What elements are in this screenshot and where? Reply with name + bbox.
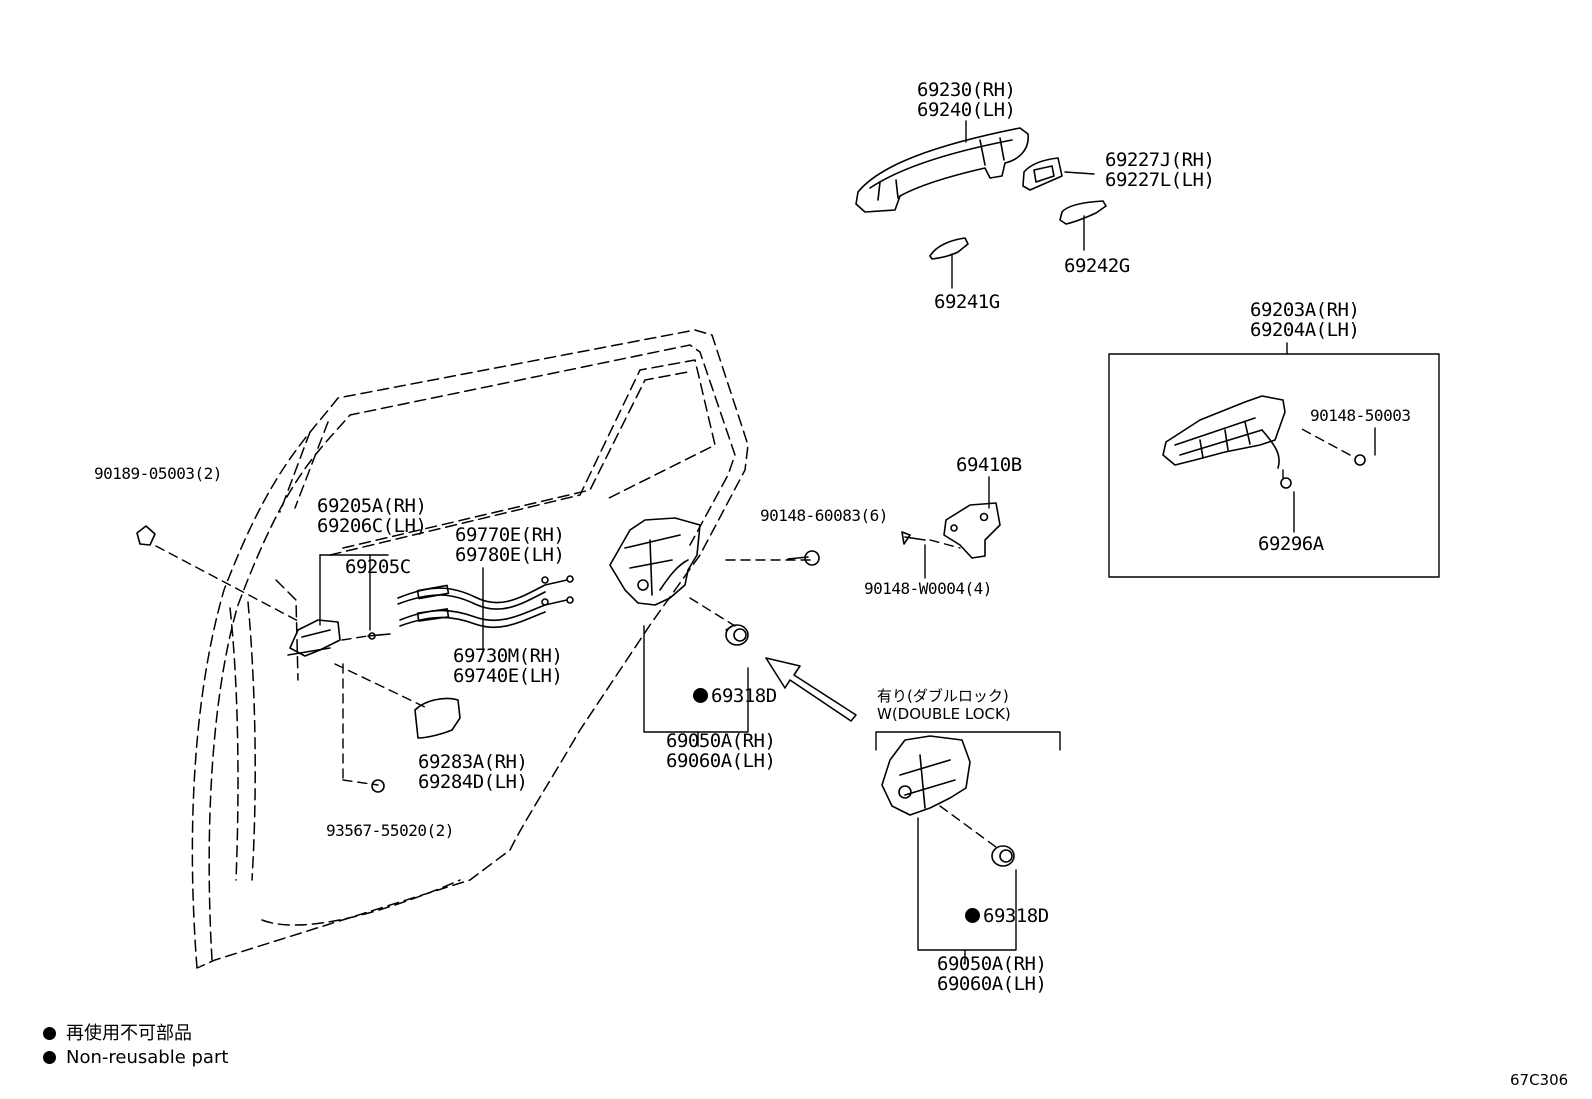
pad-69241g [929, 237, 969, 260]
label-text: 69318D [711, 685, 777, 707]
label-line: 69283A(RH) [418, 751, 528, 773]
label-frame: 69203A(RH) 69204A(LH) [1250, 299, 1360, 341]
label-lock-double: 69050A(RH) 69060A(LH) [937, 953, 1047, 995]
label-line: 69203A(RH) [1250, 299, 1360, 321]
label-screw-90148-50003: 90148-50003 [1310, 406, 1411, 425]
legend-dot [43, 1027, 56, 1040]
label-lock-main: 69050A(RH) 69060A(LH) [666, 730, 776, 772]
leader-lines [319, 120, 1376, 963]
label-screw-90148-60083: 90148-60083(6) [760, 506, 888, 525]
cables [397, 575, 574, 629]
fasteners [136, 454, 1366, 793]
label-line: 69060A(LH) [666, 750, 776, 772]
label-cable-lower: 69730M(RH) 69740E(LH) [453, 645, 563, 687]
label-inside-handle-c: 69205C [345, 556, 411, 578]
label-handle-cover: 69227J(RH) 69227L(LH) [1105, 149, 1215, 191]
label-line: 69230(RH) [917, 79, 1016, 101]
label-outside-handle: 69230(RH) 69240(LH) [917, 79, 1016, 121]
double-lock-note: 有り(ダブルロック) W(DOUBLE LOCK) [877, 687, 1011, 723]
diagram-code: 67C306 [1510, 1071, 1569, 1089]
legend-row-en: Non-reusable part [43, 1046, 228, 1070]
label-line: 69770E(RH) [455, 524, 565, 546]
note-line-en: W(DOUBLE LOCK) [877, 705, 1011, 723]
label-pad-69242g: 69242G [1064, 255, 1130, 277]
seal-double [991, 845, 1015, 867]
outside-handle [855, 127, 1029, 213]
label-line: 69205A(RH) [317, 495, 427, 517]
label-line: 69050A(RH) [666, 730, 776, 752]
label-line: 69206C(LH) [317, 515, 427, 537]
label-screw-90148-w0004: 90148-W0004(4) [864, 579, 992, 598]
legend-text: 再使用不可部品 [66, 1023, 192, 1044]
legend-row-ja: 再使用不可部品 [43, 1022, 228, 1046]
label-cover-69283: 69283A(RH) 69284D(LH) [418, 751, 528, 793]
dashed-connections [155, 427, 1351, 851]
non-reusable-marker [693, 688, 708, 703]
inside-handle [287, 619, 341, 657]
label-seal-double: 69318D [965, 906, 1049, 926]
label-line: 69730M(RH) [453, 645, 563, 667]
door-lock-double [881, 735, 971, 816]
legend: 再使用不可部品 Non-reusable part [43, 1022, 228, 1070]
label-inside-handle: 69205A(RH) 69206C(LH) [317, 495, 427, 537]
note-line-ja: 有り(ダブルロック) [877, 687, 1009, 705]
legend-dot [43, 1051, 56, 1064]
label-screw-69296a: 69296A [1258, 533, 1324, 555]
label-line: 69050A(RH) [937, 953, 1047, 975]
non-reusable-marker [965, 908, 980, 923]
pad-69242g [1059, 200, 1107, 225]
label-line: 69740E(LH) [453, 665, 563, 687]
handle-cover [1022, 157, 1063, 191]
label-line: 69204A(LH) [1250, 319, 1360, 341]
label-line: 69060A(LH) [937, 973, 1047, 995]
seal-main [725, 624, 749, 646]
callout-arrow [765, 657, 857, 722]
label-line: 69227J(RH) [1105, 149, 1215, 171]
cover-69283 [414, 697, 461, 739]
label-seal-main: 69318D [693, 686, 777, 706]
label-line: 69284D(LH) [418, 771, 528, 793]
door-lock-main [609, 517, 701, 606]
label-line: 69227L(LH) [1105, 169, 1215, 191]
label-clip-90189: 90189-05003(2) [94, 464, 222, 483]
legend-text: Non-reusable part [66, 1047, 229, 1068]
label-cable-upper: 69770E(RH) 69780E(LH) [455, 524, 565, 566]
label-pad-69241g: 69241G [934, 291, 1000, 313]
label-line: 69780E(LH) [455, 544, 565, 566]
frame-assembly [1162, 395, 1286, 469]
striker [943, 502, 1001, 559]
label-screw-93567: 93567-55020(2) [326, 821, 454, 840]
label-line: 69240(LH) [917, 99, 1016, 121]
label-text: 69318D [983, 905, 1049, 927]
label-striker: 69410B [956, 454, 1022, 476]
frame-group-box [1108, 353, 1440, 578]
door-outline [191, 329, 749, 969]
